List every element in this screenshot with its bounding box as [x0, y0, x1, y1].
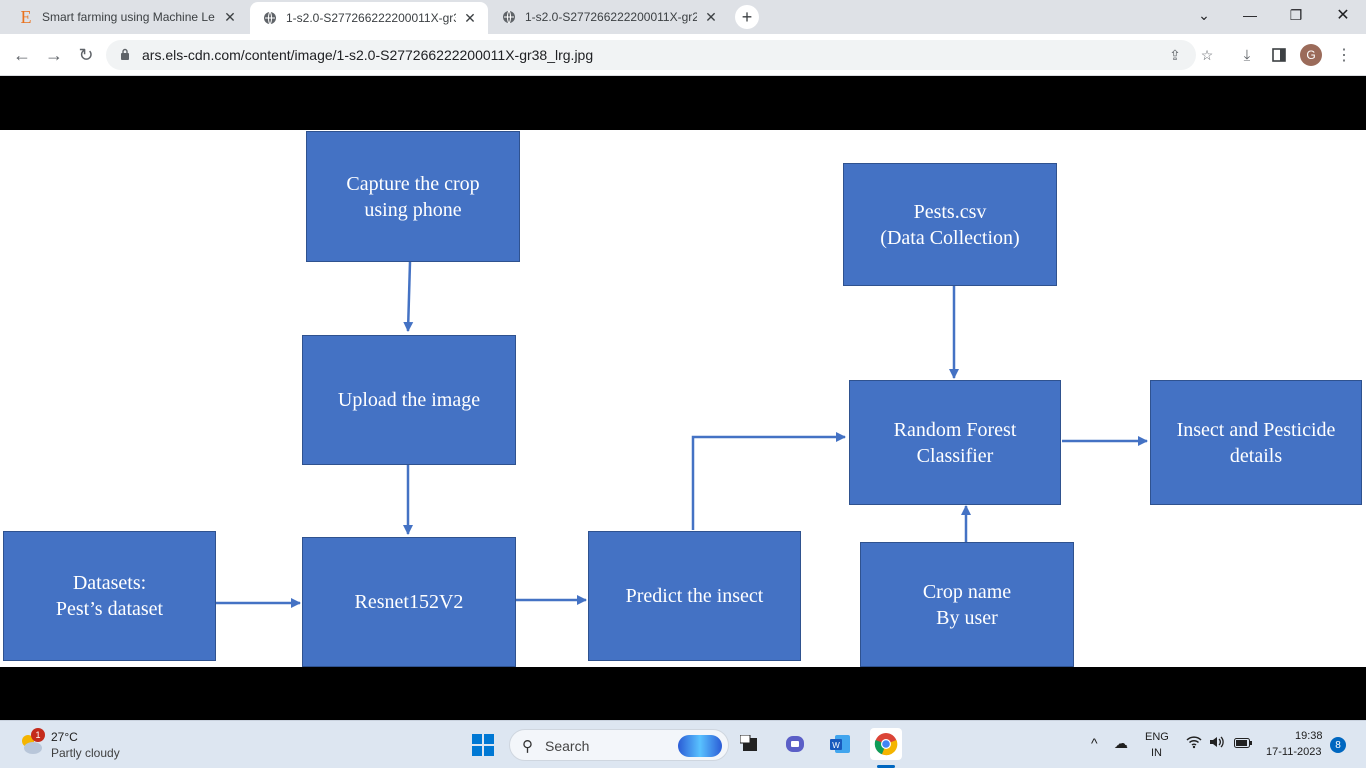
clock-date[interactable]: 17-11-2023	[1266, 746, 1322, 758]
box-text: By user	[936, 606, 998, 629]
forward-arrow-icon[interactable]: →	[45, 44, 63, 65]
close-icon[interactable]: ✕	[705, 8, 717, 25]
box-pests-csv: Pests.csv (Data Collection)	[843, 163, 1057, 286]
task-view-icon[interactable]	[737, 731, 763, 757]
weather-description[interactable]: Partly cloudy	[51, 746, 120, 760]
close-window-button[interactable]: ✕	[1336, 7, 1350, 24]
wifi-icon[interactable]	[1186, 735, 1202, 752]
tab-gr2[interactable]: 1-s2.0-S277266222200011X-gr2 ✕	[489, 0, 729, 34]
word-app-icon[interactable]: W	[827, 731, 853, 757]
tab-search-chevron-icon[interactable]: ⌄	[1198, 6, 1210, 23]
box-text: Insect and Pesticide	[1176, 418, 1336, 441]
reload-icon[interactable]: ↻	[78, 44, 94, 65]
share-icon[interactable]: ⇪	[1169, 46, 1181, 63]
more-menu-icon[interactable]: ⋮	[1336, 47, 1352, 64]
box-datasets: Datasets: Pest’s dataset	[3, 531, 216, 661]
clock-time[interactable]: 19:38	[1295, 730, 1323, 742]
profile-avatar[interactable]: G	[1300, 44, 1322, 66]
teams-chat-icon[interactable]	[782, 731, 808, 757]
new-tab-button[interactable]: +	[735, 5, 759, 29]
image-viewer: Capture the crop using phone Upload the …	[0, 77, 1366, 720]
network-sync-icon[interactable]: ☁	[1114, 735, 1128, 751]
tab-title: 1-s2.0-S277266222200011X-gr2	[525, 10, 697, 24]
side-panel-icon[interactable]	[1269, 45, 1289, 65]
windows-taskbar: 1 27°C Partly cloudy ⚲ Search W ^ ☁ ENG …	[0, 720, 1366, 768]
search-label: Search	[545, 738, 590, 754]
globe-icon	[262, 10, 278, 26]
tab-title: 1-s2.0-S277266222200011X-gr3	[286, 11, 456, 25]
bookmark-star-icon[interactable]: ☆	[1200, 46, 1214, 63]
elsevier-e-icon: E	[20, 6, 32, 27]
box-text: Capture the crop	[346, 172, 480, 195]
weather-alert-badge: 1	[31, 728, 45, 742]
language-indicator-bottom[interactable]: IN	[1151, 747, 1162, 759]
chrome-app-icon[interactable]	[870, 728, 902, 760]
weather-temperature[interactable]: 27°C	[51, 730, 78, 744]
search-icon: ⚲	[522, 738, 533, 755]
box-crop-name: Crop name By user	[860, 542, 1074, 667]
close-icon[interactable]: ✕	[224, 8, 236, 25]
back-arrow-icon[interactable]: ←	[13, 44, 31, 65]
box-text: Datasets:	[72, 572, 147, 594]
taskbar-search[interactable]: ⚲ Search	[509, 729, 729, 761]
windows-start-icon[interactable]	[472, 734, 494, 756]
active-app-indicator	[877, 765, 895, 768]
arrow-predict-to-classifier	[691, 432, 846, 530]
tab-smart-farming[interactable]: E Smart farming using Machine Le ✕	[6, 0, 248, 34]
volume-icon[interactable]	[1209, 735, 1225, 752]
box-text: Predict the insect	[625, 585, 764, 607]
box-text: Classifier	[916, 444, 994, 467]
box-text: (Data Collection)	[880, 226, 1020, 249]
arrow-capture-to-upload	[403, 261, 414, 332]
tab-gr3[interactable]: 1-s2.0-S277266222200011X-gr3 ✕	[250, 2, 488, 34]
globe-icon	[501, 9, 517, 25]
box-text: details	[1229, 444, 1283, 467]
box-insect-pesticide: Insect and Pesticide details	[1150, 380, 1362, 505]
minimize-button[interactable]: —	[1243, 7, 1257, 23]
url-text[interactable]: ars.els-cdn.com/content/image/1-s2.0-S27…	[142, 47, 594, 63]
notification-count-badge[interactable]: 8	[1330, 737, 1346, 753]
box-text: Pests.csv	[913, 200, 987, 223]
box-text: Resnet152V2	[354, 591, 464, 613]
box-random-forest: Random Forest Classifier	[849, 380, 1061, 505]
lock-icon[interactable]	[120, 48, 130, 66]
browser-tab-strip: E Smart farming using Machine Le ✕ 1-s2.…	[0, 0, 1366, 34]
search-highlight-icon	[678, 735, 722, 757]
box-upload-image: Upload the image	[302, 335, 516, 465]
tray-overflow-chevron-icon[interactable]: ^	[1091, 735, 1098, 751]
restore-button[interactable]: ❐	[1289, 6, 1303, 23]
flowchart-arrows	[216, 261, 1148, 608]
browser-toolbar: ← → ↻ ars.els-cdn.com/content/image/1-s2…	[0, 34, 1366, 76]
box-text: using phone	[364, 198, 462, 221]
svg-text:W: W	[832, 741, 840, 750]
address-bar[interactable]: ars.els-cdn.com/content/image/1-s2.0-S27…	[106, 40, 1213, 70]
battery-icon[interactable]	[1234, 738, 1252, 751]
close-icon[interactable]: ✕	[464, 9, 476, 26]
box-text: Random Forest	[893, 418, 1017, 441]
box-text: Pest’s dataset	[55, 598, 164, 620]
language-indicator-top[interactable]: ENG	[1145, 731, 1169, 743]
box-predict-insect: Predict the insect	[588, 531, 801, 661]
flowchart-image: Capture the crop using phone Upload the …	[0, 130, 1366, 667]
box-resnet: Resnet152V2	[302, 537, 516, 667]
tab-title: Smart farming using Machine Le	[42, 10, 215, 24]
box-text: Upload the image	[337, 389, 481, 411]
box-capture-crop: Capture the crop using phone	[306, 131, 520, 262]
download-icon[interactable]: ⤓	[1243, 46, 1251, 64]
box-text: Crop name	[922, 580, 1012, 603]
